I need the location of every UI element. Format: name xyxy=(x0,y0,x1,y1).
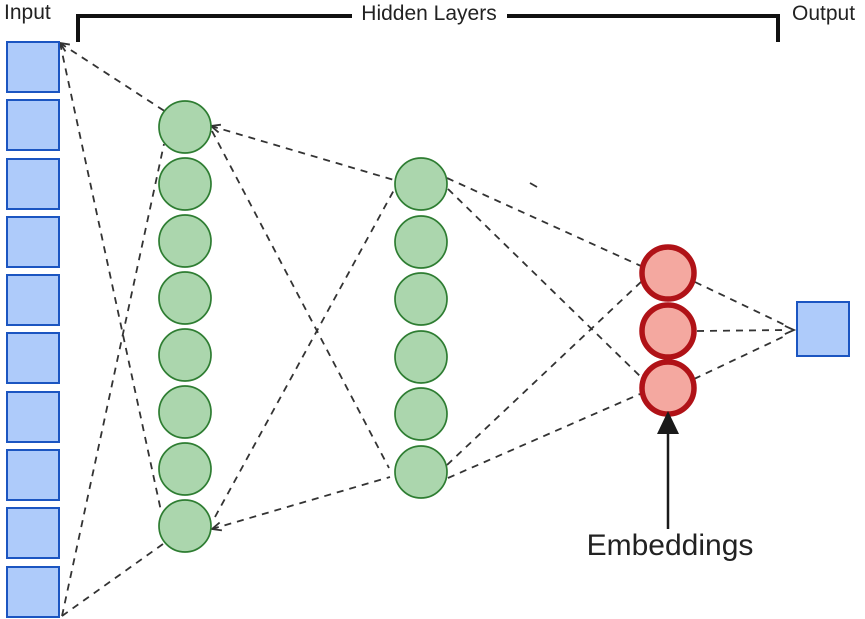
input-node xyxy=(6,566,60,618)
input-label: Input xyxy=(4,1,51,24)
hidden1-node xyxy=(158,214,212,268)
hidden2-node xyxy=(394,387,448,441)
connection-line xyxy=(59,42,162,512)
connection-line xyxy=(447,188,644,380)
hidden1-node xyxy=(158,385,212,439)
connection-line xyxy=(210,125,395,181)
input-node xyxy=(6,158,60,210)
edge-arrowhead-icon xyxy=(209,521,223,532)
input-node xyxy=(6,41,60,93)
connection-line xyxy=(447,393,641,479)
connection-line xyxy=(61,543,164,617)
hidden1-node xyxy=(158,100,212,154)
hidden-layers-label: Hidden Layers xyxy=(361,2,497,25)
connection-line xyxy=(59,42,167,113)
input-node xyxy=(6,391,60,443)
connection-line xyxy=(696,329,789,332)
output-label: Output xyxy=(792,2,856,25)
output-node xyxy=(796,301,850,357)
connection-line xyxy=(693,334,788,380)
hidden1-node xyxy=(158,442,212,496)
embeddings-callout-arrowhead-icon xyxy=(657,411,679,434)
hidden2-node xyxy=(394,157,448,211)
hidden2-node xyxy=(394,272,448,326)
hidden1-node xyxy=(158,499,212,553)
input-node xyxy=(6,274,60,326)
input-node xyxy=(6,332,60,384)
hidden2-node xyxy=(394,445,448,499)
connection-line xyxy=(61,143,165,617)
connection-line xyxy=(214,189,395,518)
embedding-node xyxy=(639,244,697,302)
hidden2-node xyxy=(394,215,448,269)
hidden1-node xyxy=(158,271,212,325)
hidden1-node xyxy=(158,157,212,211)
embeddings-label: Embeddings xyxy=(586,529,754,562)
connection-line xyxy=(211,130,390,469)
embedding-node xyxy=(639,302,697,360)
hidden1-node xyxy=(158,328,212,382)
connection-line xyxy=(446,280,643,466)
edge-arrowhead-icon xyxy=(784,325,797,335)
connection-line xyxy=(211,476,391,530)
connection-line xyxy=(694,281,788,327)
input-node xyxy=(6,449,60,501)
stray-dash xyxy=(529,182,538,188)
connection-line xyxy=(446,177,642,267)
hidden2-node xyxy=(394,330,448,384)
input-node xyxy=(6,216,60,268)
embedding-node xyxy=(639,359,697,417)
input-node xyxy=(6,99,60,151)
input-node xyxy=(6,507,60,559)
